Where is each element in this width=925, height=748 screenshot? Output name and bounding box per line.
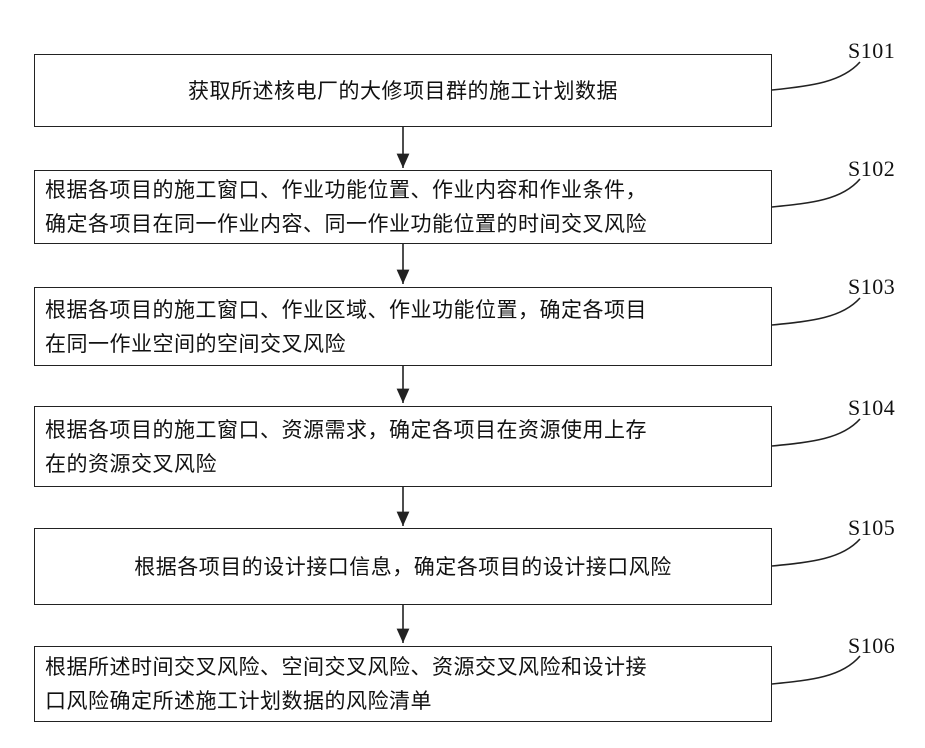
step-box-s101: 获取所述核电厂的大修项目群的施工计划数据	[34, 54, 772, 127]
step-box-s104: 根据各项目的施工窗口、资源需求，确定各项目在资源使用上存 在的资源交叉风险	[34, 406, 772, 487]
step-box-s105: 根据各项目的设计接口信息，确定各项目的设计接口风险	[34, 528, 772, 605]
leader-s104	[772, 419, 860, 446]
step-label-s101: S101	[848, 38, 895, 64]
leader-s106	[772, 656, 860, 684]
step-box-s102: 根据各项目的施工窗口、作业功能位置、作业内容和作业条件， 确定各项目在同一作业内…	[34, 170, 772, 244]
step-label-s104: S104	[848, 395, 895, 421]
step-label-s106: S106	[848, 633, 895, 659]
step-box-s106: 根据所述时间交叉风险、空间交叉风险、资源交叉风险和设计接 口风险确定所述施工计划…	[34, 646, 772, 722]
step-text-s104: 根据各项目的施工窗口、资源需求，确定各项目在资源使用上存 在的资源交叉风险	[35, 413, 657, 481]
step-text-s101: 获取所述核电厂的大修项目群的施工计划数据	[35, 74, 771, 108]
step-box-s103: 根据各项目的施工窗口、作业区域、作业功能位置，确定各项目 在同一作业空间的空间交…	[34, 287, 772, 366]
leader-s103	[772, 298, 860, 325]
step-text-s102: 根据各项目的施工窗口、作业功能位置、作业内容和作业条件， 确定各项目在同一作业内…	[35, 173, 657, 241]
step-text-s103: 根据各项目的施工窗口、作业区域、作业功能位置，确定各项目 在同一作业空间的空间交…	[35, 293, 657, 361]
step-label-s103: S103	[848, 274, 895, 300]
leader-s101	[772, 62, 860, 90]
step-label-s102: S102	[848, 156, 895, 182]
step-label-s105: S105	[848, 515, 895, 541]
step-text-s106: 根据所述时间交叉风险、空间交叉风险、资源交叉风险和设计接 口风险确定所述施工计划…	[35, 650, 657, 718]
step-text-s105: 根据各项目的设计接口信息，确定各项目的设计接口风险	[35, 550, 771, 584]
leader-s105	[772, 539, 860, 566]
leader-s102	[772, 179, 860, 207]
